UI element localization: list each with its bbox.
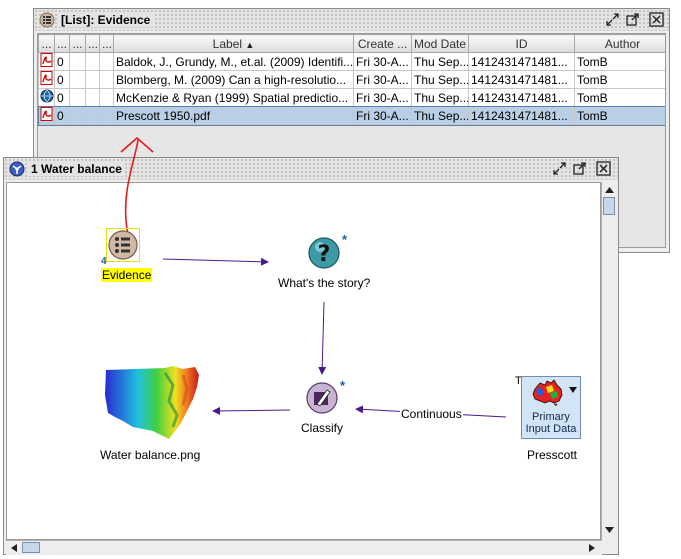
map-window[interactable]: 1 Water balance <box>3 157 619 555</box>
list-node-icon <box>108 230 138 260</box>
maximize-icon[interactable] <box>625 12 640 27</box>
link-arrow <box>162 257 269 266</box>
list-table-area[interactable]: ... ... ... ... ... Label ▲ Create ... M… <box>37 33 666 248</box>
column-header-mod-date[interactable]: Mod Date <box>411 34 469 53</box>
list-window-title: [List]: Evidence <box>58 13 154 27</box>
list-window[interactable]: [List]: Evidence ... ... ... ... <box>33 8 670 253</box>
maximize-icon[interactable] <box>572 161 587 176</box>
horizontal-scroll-thumb[interactable] <box>22 542 40 553</box>
list-view-icon <box>39 12 55 28</box>
pencil-icon <box>306 382 338 414</box>
map-canvas[interactable] <box>6 182 601 540</box>
row-mod-date: Thu Sep... <box>411 88 469 107</box>
close-icon[interactable] <box>649 12 664 27</box>
horizontal-scrollbar[interactable] <box>6 540 602 555</box>
web-link-icon <box>38 88 55 107</box>
presscott-node-label[interactable]: Presscott <box>527 448 578 462</box>
map-view-icon <box>9 161 25 177</box>
row-count: 0 <box>54 106 70 125</box>
classify-modified-mark: * <box>340 378 346 393</box>
table-row[interactable]: 0 McKenzie & Ryan (1999) Spatial predict… <box>38 88 665 107</box>
column-header-id[interactable]: ID <box>468 34 575 53</box>
map-window-title: 1 Water balance <box>28 162 125 176</box>
annotation-arrowhead <box>120 136 154 153</box>
map-window-titlebar[interactable]: 1 Water balance <box>4 158 618 180</box>
primary-input-data-node[interactable]: Primary Input Data <box>521 376 581 439</box>
row-author: TomB <box>574 106 665 125</box>
pdf-icon <box>38 106 55 125</box>
vertical-scroll-thumb[interactable] <box>603 197 615 215</box>
question-node[interactable]: ? <box>307 236 341 270</box>
evidence-node-label[interactable]: Evidence <box>101 268 153 282</box>
scroll-right-icon[interactable] <box>586 542 598 554</box>
cell-empty <box>69 106 86 125</box>
cell-empty <box>99 106 114 125</box>
link-label-continuous[interactable]: Continuous <box>400 407 463 421</box>
question-modified-mark: * <box>342 232 348 247</box>
classify-node-label[interactable]: Classify <box>301 421 344 435</box>
table-row-selected[interactable]: 0 Prescott 1950.pdf Fri 30-A... Thu Sep.… <box>38 105 665 126</box>
svg-text:?: ? <box>318 242 331 267</box>
primary-input-data-text: Primary Input Data <box>522 411 580 435</box>
list-window-titlebar[interactable]: [List]: Evidence <box>34 9 669 31</box>
row-id: 1412431471481... <box>468 70 575 89</box>
row-label: Prescott 1950.pdf <box>113 106 354 125</box>
classify-node[interactable] <box>305 381 339 415</box>
column-header-create-date[interactable]: Create ... <box>353 34 412 53</box>
row-mod-date: Thu Sep... <box>411 106 469 125</box>
close-icon[interactable] <box>596 161 611 176</box>
australia-map-icon <box>532 379 563 407</box>
row-id: 1412431471481... <box>468 106 575 125</box>
table-row[interactable]: 0 Baldok, J., Grundy, M., et.al. (2009) … <box>38 52 665 71</box>
link-arrow <box>212 406 291 415</box>
evidence-table[interactable]: ... ... ... ... ... Label ▲ Create ... M… <box>38 34 665 126</box>
scroll-down-icon[interactable] <box>603 524 616 536</box>
sort-ascending-icon: ▲ <box>245 39 255 50</box>
row-create-date: Fri 30-A... <box>353 106 412 125</box>
primary-input-line-2: Input Data <box>525 423 577 435</box>
column-header-3[interactable]: ... <box>69 34 86 53</box>
evidence-count-badge: 4 <box>101 256 107 267</box>
water-balance-node-label[interactable]: Water balance.png <box>100 448 201 462</box>
annotation-arrow <box>124 139 139 246</box>
row-id: 1412431471481... <box>468 52 575 71</box>
evidence-node[interactable] <box>106 228 140 262</box>
scroll-up-icon[interactable] <box>603 184 616 196</box>
minimize-icon[interactable] <box>605 12 620 27</box>
minimize-icon[interactable] <box>552 161 567 176</box>
water-balance-image-node[interactable] <box>103 365 203 440</box>
table-header-row: ... ... ... ... ... Label ▲ Create ... M… <box>38 34 665 53</box>
presscott-corner-text: T <box>515 375 522 387</box>
row-create-date: Fri 30-A... <box>353 70 412 89</box>
primary-input-line-1: Primary <box>532 411 570 423</box>
link-arrow <box>318 301 327 375</box>
label-header-text: Label <box>212 36 243 51</box>
row-create-date: Fri 30-A... <box>353 52 412 71</box>
column-header-4[interactable]: ... <box>85 34 100 53</box>
column-header-label[interactable]: Label ▲ <box>113 34 354 53</box>
dropdown-arrow-icon[interactable] <box>568 386 578 394</box>
scroll-left-icon[interactable] <box>8 542 20 554</box>
question-icon: ? <box>308 237 340 269</box>
water-balance-map-thumbnail <box>105 366 199 439</box>
question-node-label[interactable]: What's the story? <box>278 276 371 290</box>
vertical-scrollbar[interactable] <box>601 182 617 540</box>
